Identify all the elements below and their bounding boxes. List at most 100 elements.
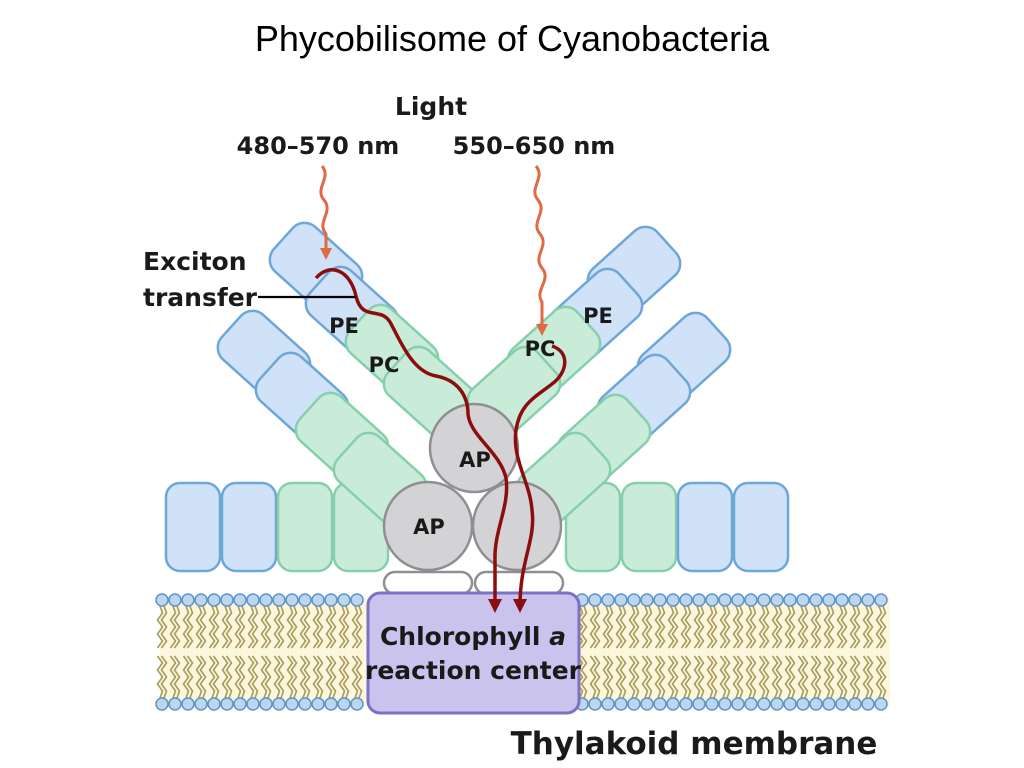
reaction-center-line2: reaction center (365, 656, 582, 685)
lipid-tail (628, 605, 636, 649)
lipid-tail (593, 655, 601, 699)
lipid-tail (264, 655, 272, 699)
lipid-head (744, 593, 758, 607)
lipid-tail (745, 605, 753, 649)
lipid-tail (879, 605, 887, 649)
lipid-tail (775, 605, 783, 649)
lipid-tail (342, 655, 350, 699)
lipid-tail (745, 655, 753, 699)
lipid-head (796, 593, 810, 607)
lipid-tail (680, 655, 688, 699)
lipid-tail (251, 605, 259, 649)
lipid-tail (862, 605, 870, 649)
ap-disc-top (428, 402, 520, 494)
lipid-tail (225, 655, 233, 699)
lipid-head (324, 593, 338, 607)
lipid-head (220, 593, 234, 607)
lipid-tail (732, 605, 740, 649)
pc-disc (276, 481, 334, 573)
lipid-head (350, 697, 364, 711)
lipid-head (601, 593, 615, 607)
lipid-head (666, 593, 680, 607)
lipid-tail (641, 655, 649, 699)
lipid-tail (260, 605, 268, 649)
lipid-tail (182, 605, 190, 649)
lipid-tail (325, 655, 333, 699)
lipid-tail (351, 605, 359, 649)
lipid-tail (160, 655, 168, 699)
lipid-tail (234, 605, 242, 649)
lipid-head (588, 593, 602, 607)
lipid-head (835, 697, 849, 711)
pc-disc (620, 481, 678, 573)
ap-label-bottom-left: AP (413, 515, 445, 539)
lipid-tail (619, 605, 627, 649)
lipid-head (168, 697, 182, 711)
lipid-tail (260, 655, 268, 699)
lipid-tail (615, 605, 623, 649)
lipid-tail (199, 605, 207, 649)
lipid-tail (723, 655, 731, 699)
lipid-tail (632, 655, 640, 699)
lipid-tail (602, 655, 610, 699)
lipid-head (285, 697, 299, 711)
pe-label-right: PE (583, 304, 613, 328)
lipid-tail (654, 605, 662, 649)
page-title: Phycobilisome of Cyanobacteria (254, 18, 770, 59)
linker-pad-left (382, 570, 474, 596)
lipid-tail (199, 655, 207, 699)
lipid-tail (706, 655, 714, 699)
lipid-tail (671, 655, 679, 699)
lipid-head (809, 593, 823, 607)
lipid-tail (195, 655, 203, 699)
lipid-tail (736, 605, 744, 649)
lipid-tail (576, 605, 584, 649)
lipid-head (220, 697, 234, 711)
lipid-head (311, 593, 325, 607)
lipid-tail (853, 605, 861, 649)
lipid-tail (814, 605, 822, 649)
lipid-head (679, 593, 693, 607)
lipid-tail (312, 605, 320, 649)
lipid-tail (775, 655, 783, 699)
lipid-head (640, 593, 654, 607)
lipid-tail (615, 655, 623, 699)
lipid-tail (619, 655, 627, 699)
lipid-tail (671, 605, 679, 649)
lipid-tail (875, 655, 883, 699)
lipid-head (731, 593, 745, 607)
lipid-head (311, 697, 325, 711)
lipid-tail (329, 655, 337, 699)
lipid-tail (732, 655, 740, 699)
lipid-tail (355, 655, 363, 699)
lipid-tail (212, 655, 220, 699)
lipid-tail (797, 655, 805, 699)
lipid-tail (810, 655, 818, 699)
lipid-tail (208, 655, 216, 699)
pe-disc (164, 481, 222, 573)
lipid-tail (853, 655, 861, 699)
lipid-tail (836, 605, 844, 649)
lipid-tail (788, 605, 796, 649)
lipid-tail (758, 605, 766, 649)
lipid-head (770, 697, 784, 711)
lipid-tail (849, 605, 857, 649)
lipid-tail (580, 605, 588, 649)
lipid-head (822, 697, 836, 711)
lipid-tail (286, 605, 294, 649)
lipid-tail (580, 655, 588, 699)
lipid-tail (784, 655, 792, 699)
lipid-tail (784, 605, 792, 649)
lipid-head (718, 593, 732, 607)
lipid-head (614, 593, 628, 607)
lipid-tail (680, 605, 688, 649)
lipid-head (155, 697, 169, 711)
lipid-tail (667, 655, 675, 699)
lipid-head (246, 697, 260, 711)
lipid-head (627, 593, 641, 607)
lipid-tail (771, 655, 779, 699)
lipid-tail (684, 605, 692, 649)
lipid-head (783, 697, 797, 711)
lipid-tail (173, 605, 181, 649)
lipid-tail (264, 605, 272, 649)
